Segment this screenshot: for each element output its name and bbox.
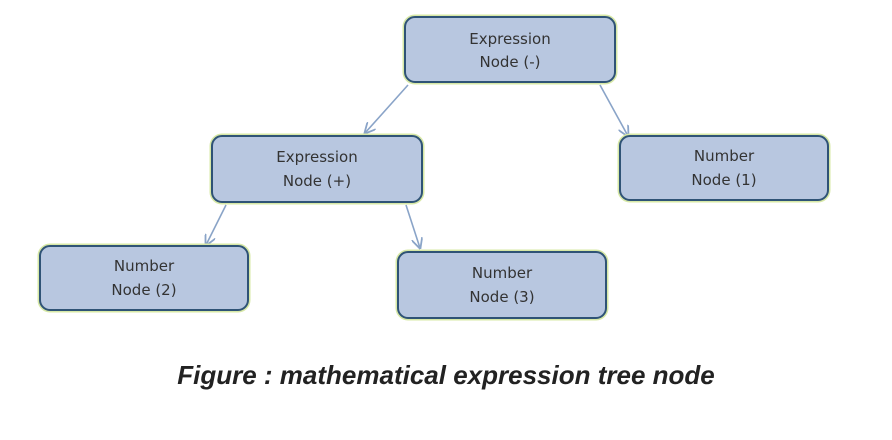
node-root-line2: Node (-) (479, 53, 540, 71)
edge-root-to-one (599, 84, 628, 136)
node-plus-line2: Node (+) (283, 172, 351, 190)
node-two: Number Node (2) (37, 243, 251, 313)
node-plus-line1: Expression (276, 148, 357, 166)
node-plus: Expression Node (+) (209, 133, 425, 205)
node-three-line2: Node (3) (469, 288, 534, 306)
node-root: Expression Node (-) (402, 14, 618, 85)
edge-root-to-plus (365, 84, 409, 133)
node-one-line2: Node (1) (691, 171, 756, 189)
node-two-line1: Number (114, 257, 175, 275)
edge-plus-to-three (405, 204, 420, 248)
figure-caption: Figure : mathematical expression tree no… (177, 360, 715, 390)
node-three-line1: Number (472, 264, 533, 282)
node-one-line1: Number (694, 147, 755, 165)
node-three: Number Node (3) (395, 249, 609, 321)
node-root-line1: Expression (469, 30, 550, 48)
node-one: Number Node (1) (617, 133, 831, 203)
node-two-line2: Node (2) (111, 281, 176, 299)
edge-plus-to-two (206, 204, 227, 245)
